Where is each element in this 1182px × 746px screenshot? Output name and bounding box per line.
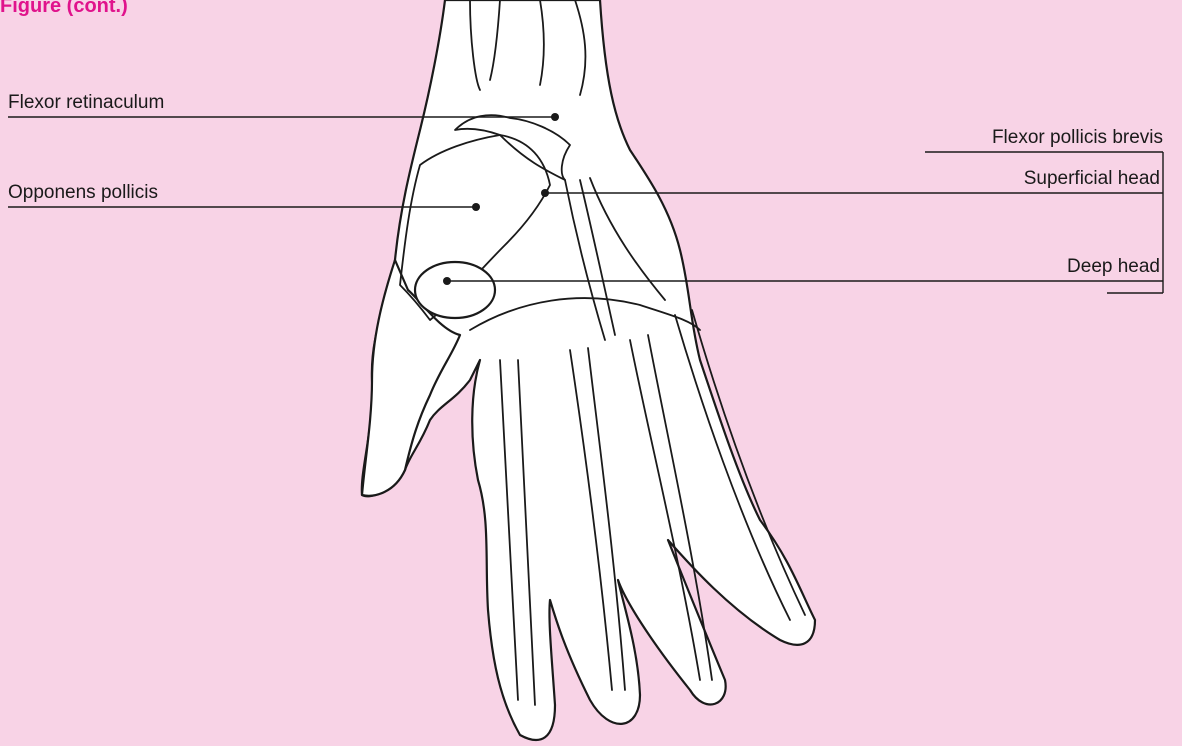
label-opponens-pollicis: Opponens pollicis [8,182,158,203]
label-flexor-retinaculum: Flexor retinaculum [8,92,164,113]
hand-illustration [362,0,815,740]
label-deep-head: Deep head [1067,256,1160,277]
superficial-head-dot [541,189,549,197]
label-superficial-head: Superficial head [1024,168,1160,189]
opponens-pollicis-dot [472,203,480,211]
deep-head-dot [443,277,451,285]
figure-title: Figure (cont.) [0,0,128,17]
flexor-retinaculum-dot [551,113,559,121]
label-flexor-pollicis-brevis: Flexor pollicis brevis [992,127,1163,148]
deep-head-shape [415,262,495,318]
